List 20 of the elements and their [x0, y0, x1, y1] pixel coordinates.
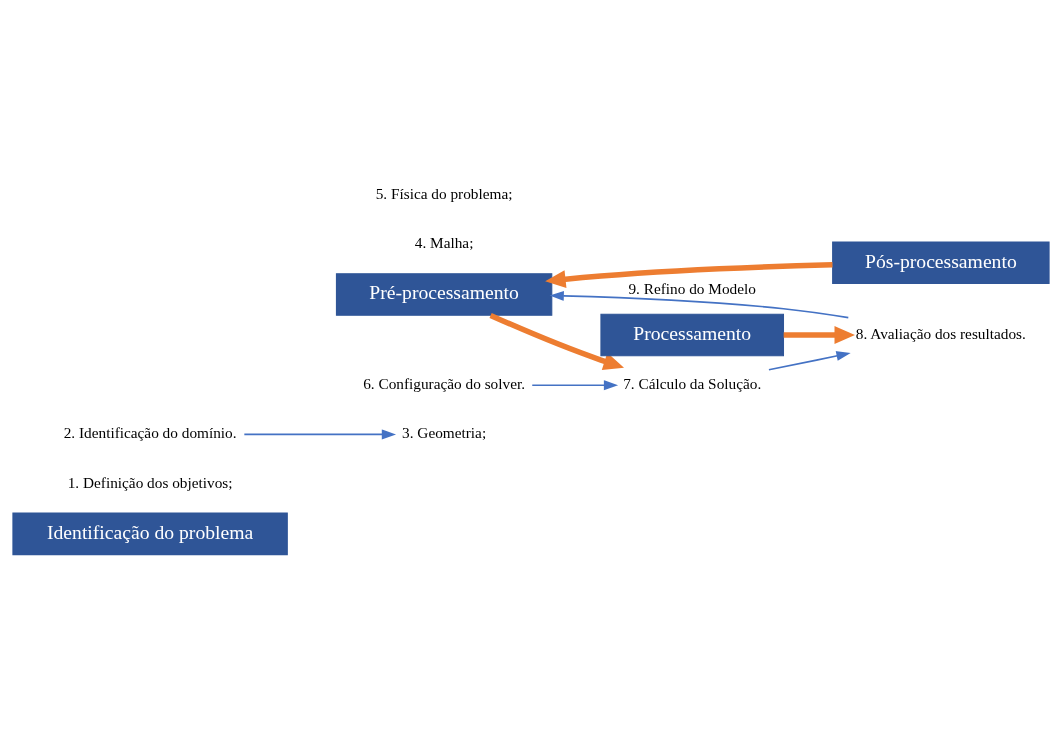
node-text: 3. Geometria; — [402, 423, 487, 441]
arrow — [768, 350, 851, 371]
node-box: Pós-processamento — [832, 241, 1050, 284]
arrow — [489, 312, 625, 370]
node-text: 8. Avaliação dos resultados. — [855, 324, 1026, 342]
node-text: 2. Identificação do domínio. — [63, 423, 237, 441]
arrow — [531, 379, 619, 390]
node-box: Processamento — [600, 313, 784, 356]
node-text: 1. Definição dos objetivos; — [67, 473, 233, 491]
node-text: 5. Física do problema; — [375, 184, 513, 202]
arrow — [545, 261, 833, 288]
node-box: Pré-processamento — [335, 272, 553, 316]
edge-label: 9. Refino do Modelo — [628, 279, 756, 297]
node-text: 7. Cálculo da Solução. — [623, 374, 762, 392]
arrow — [783, 325, 855, 344]
arrow — [243, 428, 397, 439]
node-text: 6. Configuração do solver. — [363, 374, 526, 392]
node-text: 4. Malha; — [414, 233, 474, 251]
arrow — [549, 290, 850, 318]
node-box: Identificação do problema — [12, 512, 288, 555]
